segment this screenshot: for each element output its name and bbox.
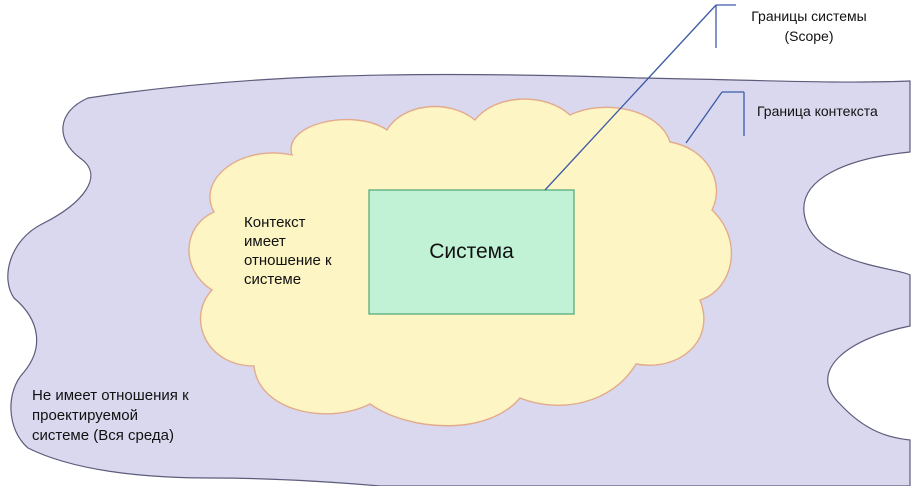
context-label: Контекст имеет отношение к системе (244, 214, 332, 288)
system-label: Система (429, 240, 514, 263)
context-border-label: Граница контекста (757, 103, 878, 119)
environment-label: Не имеет отношения к проектируемой систе… (32, 387, 189, 444)
system-box (368, 189, 575, 315)
scope-callout-line (544, 4, 717, 191)
context-callout-line (685, 91, 723, 144)
scope-label: Границы системы (Scope) (751, 8, 867, 44)
